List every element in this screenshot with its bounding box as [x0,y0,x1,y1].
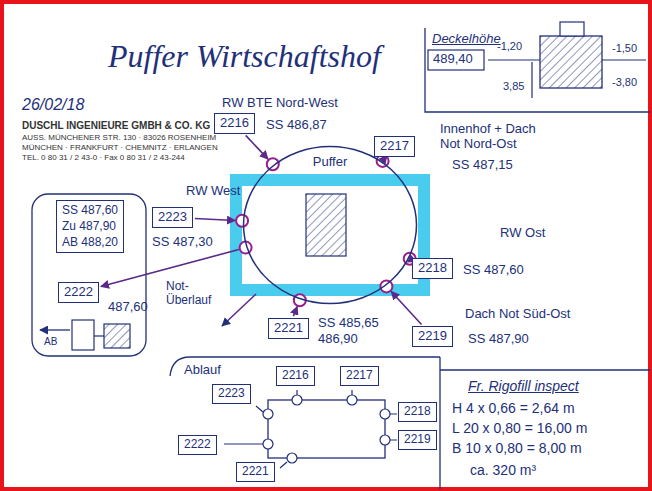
invert-level: 487,60 [108,300,148,315]
shaft-number-box: 2223 [152,207,193,228]
shaft-number-box: 2222 [58,282,99,303]
inlet-name: RW Ost [500,226,545,241]
depth-value: 3,85 [503,80,524,93]
level-lines [488,60,646,98]
tank-ellipse [244,147,417,304]
stamp-text: AUSS. MÜNCHENER STR. 130 · 83026 ROSENHE… [22,133,216,142]
hatched-sketch [104,324,130,348]
cover-level: 489,40 [433,52,473,67]
pipe-stub [94,335,104,336]
inlet-name: RW West [186,184,240,199]
shaft-number-box: 2218 [412,258,453,279]
table-heading: Fr. Rigofill inspect [468,378,579,394]
level-box: SS 487,60Zu 487,90AB 488,20 [56,200,124,253]
shaft-number: 2216 [282,369,309,383]
depth-value: -1,20 [497,40,522,53]
cover-sketch [560,22,584,36]
outlet-name: AB [44,336,57,348]
volume-line: B 10 x 0,80 = 8,00 m [452,440,582,456]
invert-level: SS 487,30 [152,235,213,250]
pipe-connection [236,215,248,227]
volume-total: ca. 320 m³ [470,462,536,478]
detail-region [32,194,146,356]
pipe-connection [380,280,392,292]
shaft-number-box: 2218 [398,402,437,422]
invert-level: SS 486,87 [266,118,327,133]
shaft-number: 2222 [184,438,211,452]
shaft-number: 2223 [158,210,187,225]
cover-level-title: Deckelhöhe [432,32,501,47]
shaft-number: 2223 [218,387,245,401]
shaft-number-box: 2219 [398,430,437,450]
rigofill-band [236,180,424,290]
shaft-number-box: 2223 [212,384,251,404]
pipe-connector [195,219,235,221]
pipe-connector [293,307,297,317]
outlet-name: Ablauf [184,363,221,378]
panel-border [425,28,650,112]
invert-level: SS 485,65 [318,316,379,331]
volume-line: H 4 x 0,66 = 2,64 m [452,400,575,416]
buffer-tank: Puffer [242,145,418,305]
shaft-number-box: 2216 [276,366,315,386]
pipe-connector [391,292,421,325]
invert-level: SS 487,90 [468,332,529,347]
depth-value: -3,80 [612,76,637,89]
shaft-number-box: 2216 [214,113,255,134]
stamp-text: TEL. 0 80 31 / 2 43-0 · Fax 0 80 31 / 2 … [22,153,185,162]
outlet-arrow [222,294,256,326]
stamp-text: DUSCHL INGENIEURE GMBH & CO. KG [22,120,210,132]
shaft-number: 2217 [380,139,409,154]
value-box [428,50,484,70]
shaft-number: 2218 [404,405,431,419]
inlet-name: Dach Not Süd-Ost [465,307,571,322]
overflow-name: Not-Überlauf [166,280,220,308]
invert-level: SS 487,15 [452,158,513,173]
shaft-number: 2222 [64,285,93,300]
tank-sketch [306,194,346,256]
shaft-number: 2219 [404,433,431,447]
pipe-connector [246,135,268,159]
shaft-number: 2221 [242,465,269,479]
volume-line: L 20 x 0,80 = 16,00 m [452,420,587,436]
date: 26/02/18 [22,96,84,114]
section-sketch [540,36,602,88]
stamp-text: MÜNCHEN · FRANKFURT · CHEMNITZ · ERLANGE… [22,143,218,152]
inlet-name: Innenhof + Dach Not Nord-Ost [440,122,558,152]
inlet-name: RW BTE Nord-West [222,96,338,111]
shaft-number-box: 2221 [268,318,309,339]
shaft-number-box: 2217 [374,136,415,157]
outlet-arrow [40,329,70,330]
shaft-number: 2219 [418,329,447,344]
plan-connections [263,395,390,463]
manhole-sketch [72,320,94,350]
plan-rectangle [268,400,385,458]
shaft-number: 2217 [346,369,373,383]
invert-level: SS 487,60 [463,263,524,278]
pipe-connection [267,158,279,170]
shaft-number-box: 2222 [178,435,217,455]
shaft-number: 2221 [274,321,303,336]
shaft-number-box: 2221 [236,462,275,482]
level-value: AB 488,20 [62,235,118,251]
invert-level: 486,90 [318,332,358,347]
panel-border [170,357,650,489]
depth-value: -1,50 [612,42,637,55]
shaft-number-box: 2217 [340,366,379,386]
shaft-number: 2216 [220,116,249,131]
tank-name: Puffer [242,155,418,170]
level-value: SS 487,60 [62,203,118,219]
shaft-number: 2218 [418,261,447,276]
shaft-number-box: 2219 [412,326,453,347]
level-value: Zu 487,90 [62,219,118,235]
sheet-title: Puffer Wirtschaftshof [108,38,381,75]
